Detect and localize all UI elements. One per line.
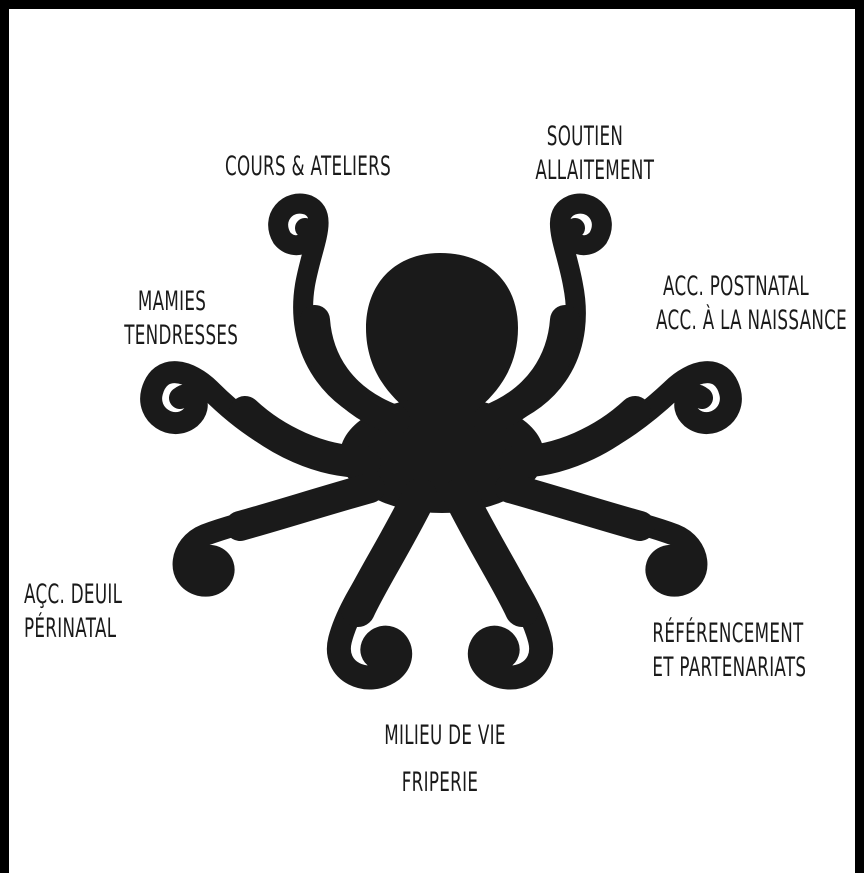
label-cours-ateliers: COURS & ATELIERS (222, 150, 393, 184)
label-milieu-de-vie-friperie: MILIEU DE VIE FRIPERIE (384, 712, 496, 806)
label-mamies-tendresses: MAMIES TENDRESSES (124, 285, 219, 353)
label-acc-deuil-perinatal: AÇC. DEUIL PÉRINATAL (24, 578, 122, 646)
label-referencement-partenariats: RÉFÉRENCEMENT ET PARTENARIATS (652, 617, 803, 685)
label-soutien-allaitement: SOUTIEN ALLAITEMENT (535, 120, 634, 188)
label-acc-postnatal: ACC. POSTNATAL ACC. À LA NAISSANCE (656, 270, 816, 338)
